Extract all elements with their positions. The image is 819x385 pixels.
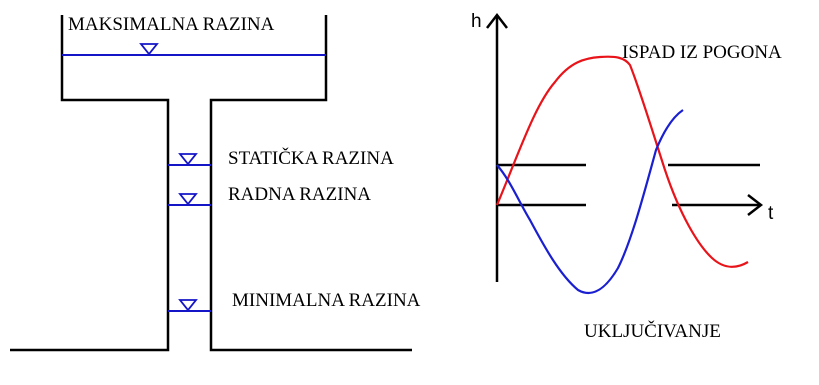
y-axis-arrow-icon	[486, 12, 508, 29]
max-level-marker-icon	[139, 43, 159, 56]
y-axis-label: h	[471, 11, 482, 32]
x-axis-arrow-icon	[747, 194, 764, 216]
surge-tank-schematic: MAKSIMALNA RAZINA STATIČKA RAZINA RADNA …	[10, 14, 421, 352]
working-level-label: RADNA RAZINA	[228, 184, 371, 205]
min-level-marker-icon	[178, 299, 198, 312]
tank-outline-right	[209, 15, 412, 352]
max-level-label: MAKSIMALNA RAZINA	[68, 14, 275, 35]
min-level-label: MINIMALNA RAZINA	[232, 290, 421, 311]
tank-outline-left	[10, 15, 170, 352]
x-axis-label: t	[768, 203, 774, 224]
static-level-marker-icon	[178, 153, 198, 166]
static-level-label: STATIČKA RAZINA	[228, 147, 394, 169]
startup-label: UKLJUČIVANJE	[584, 320, 721, 342]
startup-curve	[496, 109, 684, 295]
load-rejection-curve	[495, 55, 749, 268]
load-rejection-label: ISPAD IZ POGONA	[622, 42, 782, 63]
oscillation-graph: h t ISPAD IZ POGONA UKLJUČIVANJE	[471, 11, 782, 342]
working-level-marker-icon	[178, 193, 198, 206]
